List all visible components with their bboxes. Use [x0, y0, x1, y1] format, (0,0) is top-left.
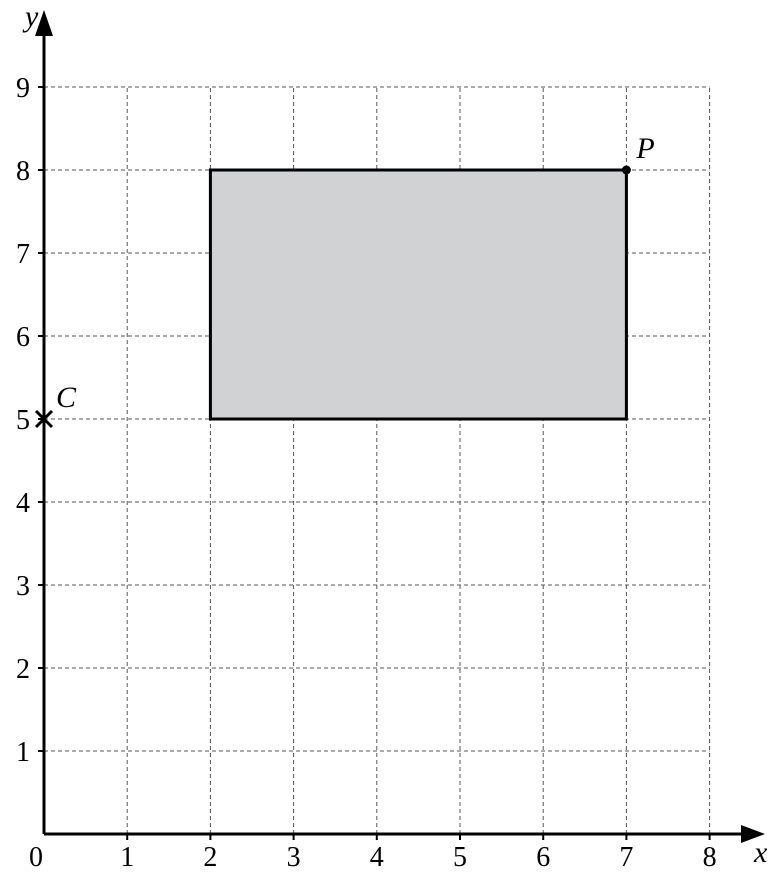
axes: xy [22, 0, 768, 869]
x-tick-label-2: 2 [203, 842, 217, 873]
y-tick-label-1: 1 [16, 737, 30, 768]
y-axis-arrow-icon [35, 10, 53, 36]
y-tick-label-8: 8 [16, 156, 30, 187]
ticks: 0 1 2 3 4 5 6 7 8 1 2 3 4 5 6 7 8 9 [16, 73, 717, 873]
x-tick-label-0: 0 [29, 842, 43, 873]
x-tick-label-5: 5 [453, 842, 467, 873]
y-tick-label-4: 4 [16, 488, 30, 519]
point-c-cross-icon [34, 409, 54, 429]
x-axis-arrow-icon [741, 825, 765, 843]
x-tick-label-8: 8 [703, 842, 717, 873]
point-c-label: C [56, 381, 77, 414]
y-tick-label-7: 7 [16, 239, 30, 270]
shaded-rectangle [208, 168, 628, 421]
y-tick-label-3: 3 [16, 571, 30, 602]
x-tick-label-4: 4 [370, 842, 384, 873]
y-tick-label-5: 5 [16, 405, 30, 436]
y-tick-label-9: 9 [16, 73, 30, 104]
y-tick-label-6: 6 [16, 322, 30, 353]
x-tick-label-1: 1 [120, 842, 134, 873]
x-axis-title: x [753, 836, 768, 869]
x-tick-label-7: 7 [619, 842, 633, 873]
x-tick-label-3: 3 [287, 842, 301, 873]
x-tick-label-6: 6 [536, 842, 550, 873]
points: PC [34, 132, 655, 429]
shapes [208, 168, 628, 421]
y-tick-label-2: 2 [16, 654, 30, 685]
y-axis-title: y [22, 0, 39, 33]
point-p-marker [621, 165, 631, 175]
point-c-cross-stroke-2 [34, 409, 54, 429]
point-p-label: P [635, 132, 654, 165]
